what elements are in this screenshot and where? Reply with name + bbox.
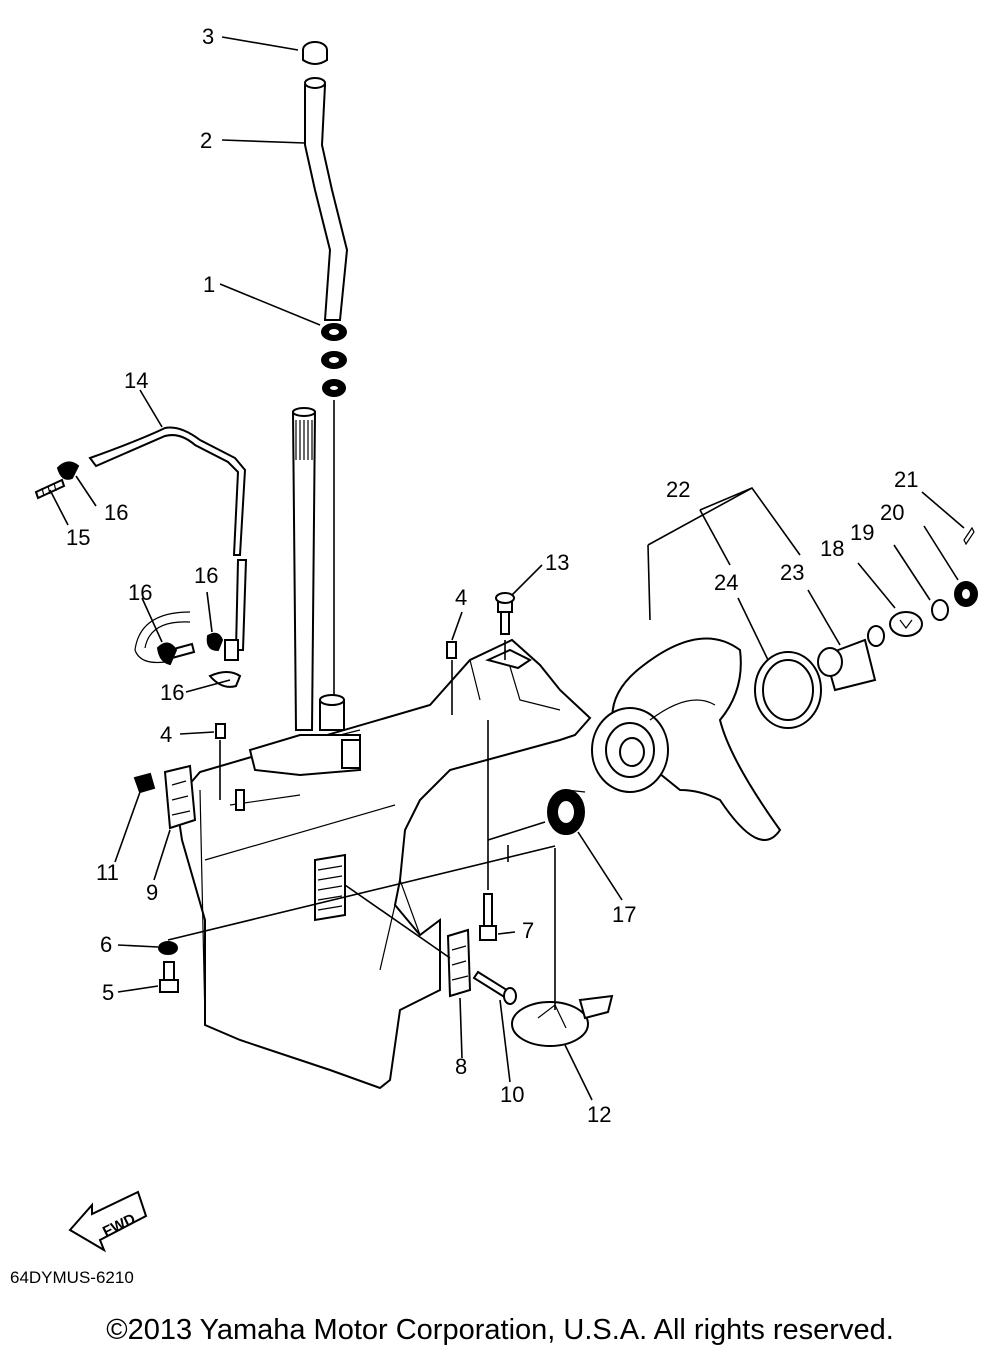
callout-1: 1 [203,272,215,297]
callout-11: 11 [96,860,119,885]
callout-16d: 16 [160,680,184,705]
callout-9: 9 [146,880,158,905]
callout-4a: 4 [455,585,467,610]
callout-16b: 16 [194,563,218,588]
callout-4b: 4 [160,722,172,747]
callout-21: 21 [894,467,918,492]
water-tube-seal [302,41,328,65]
diagram-code: 64DYMUS-6210 [10,1268,134,1287]
callout-3: 3 [202,24,214,49]
callout-5: 5 [102,980,114,1005]
callout-leaders [49,36,965,1101]
hose-clips-and-screws [34,461,242,688]
callout-6: 6 [100,932,112,957]
callout-12: 12 [587,1102,611,1127]
thrust-washer [547,789,586,835]
washer-nut-pin [889,526,978,637]
drive-shaft [291,407,317,731]
hose [88,426,248,664]
trim-anodes [133,764,472,998]
callout-10: 10 [500,1082,524,1107]
fwd-arrow-icon: FWD [68,1190,148,1253]
callout-13: 13 [545,550,569,575]
grommets [321,323,347,397]
callout-labels: 3 2 1 14 16 15 16 16 16 4 13 4 11 9 6 5 … [66,24,918,1127]
callout-23: 23 [780,560,804,585]
water-tube [304,77,349,731]
callout-24: 24 [714,570,738,595]
callout-17: 17 [612,902,636,927]
lower-casing-housing [174,638,592,1090]
callout-14: 14 [124,368,148,393]
callout-16a: 16 [104,500,128,525]
bushing-and-spacer [754,625,885,729]
callout-18: 18 [820,536,844,561]
dowel-pins [215,641,457,800]
callout-2: 2 [200,128,212,153]
propeller [591,637,782,841]
bolts [158,592,517,1005]
callout-7: 7 [522,918,534,943]
callout-15: 15 [66,525,90,550]
anode-plate [511,850,614,1047]
callout-8: 8 [455,1054,467,1079]
callout-16c: 16 [128,580,152,605]
callout-20: 20 [880,500,904,525]
callout-19: 19 [850,520,874,545]
callout-22: 22 [666,477,690,502]
copyright-notice: ©2013 Yamaha Motor Corporation, U.S.A. A… [106,1314,894,1346]
